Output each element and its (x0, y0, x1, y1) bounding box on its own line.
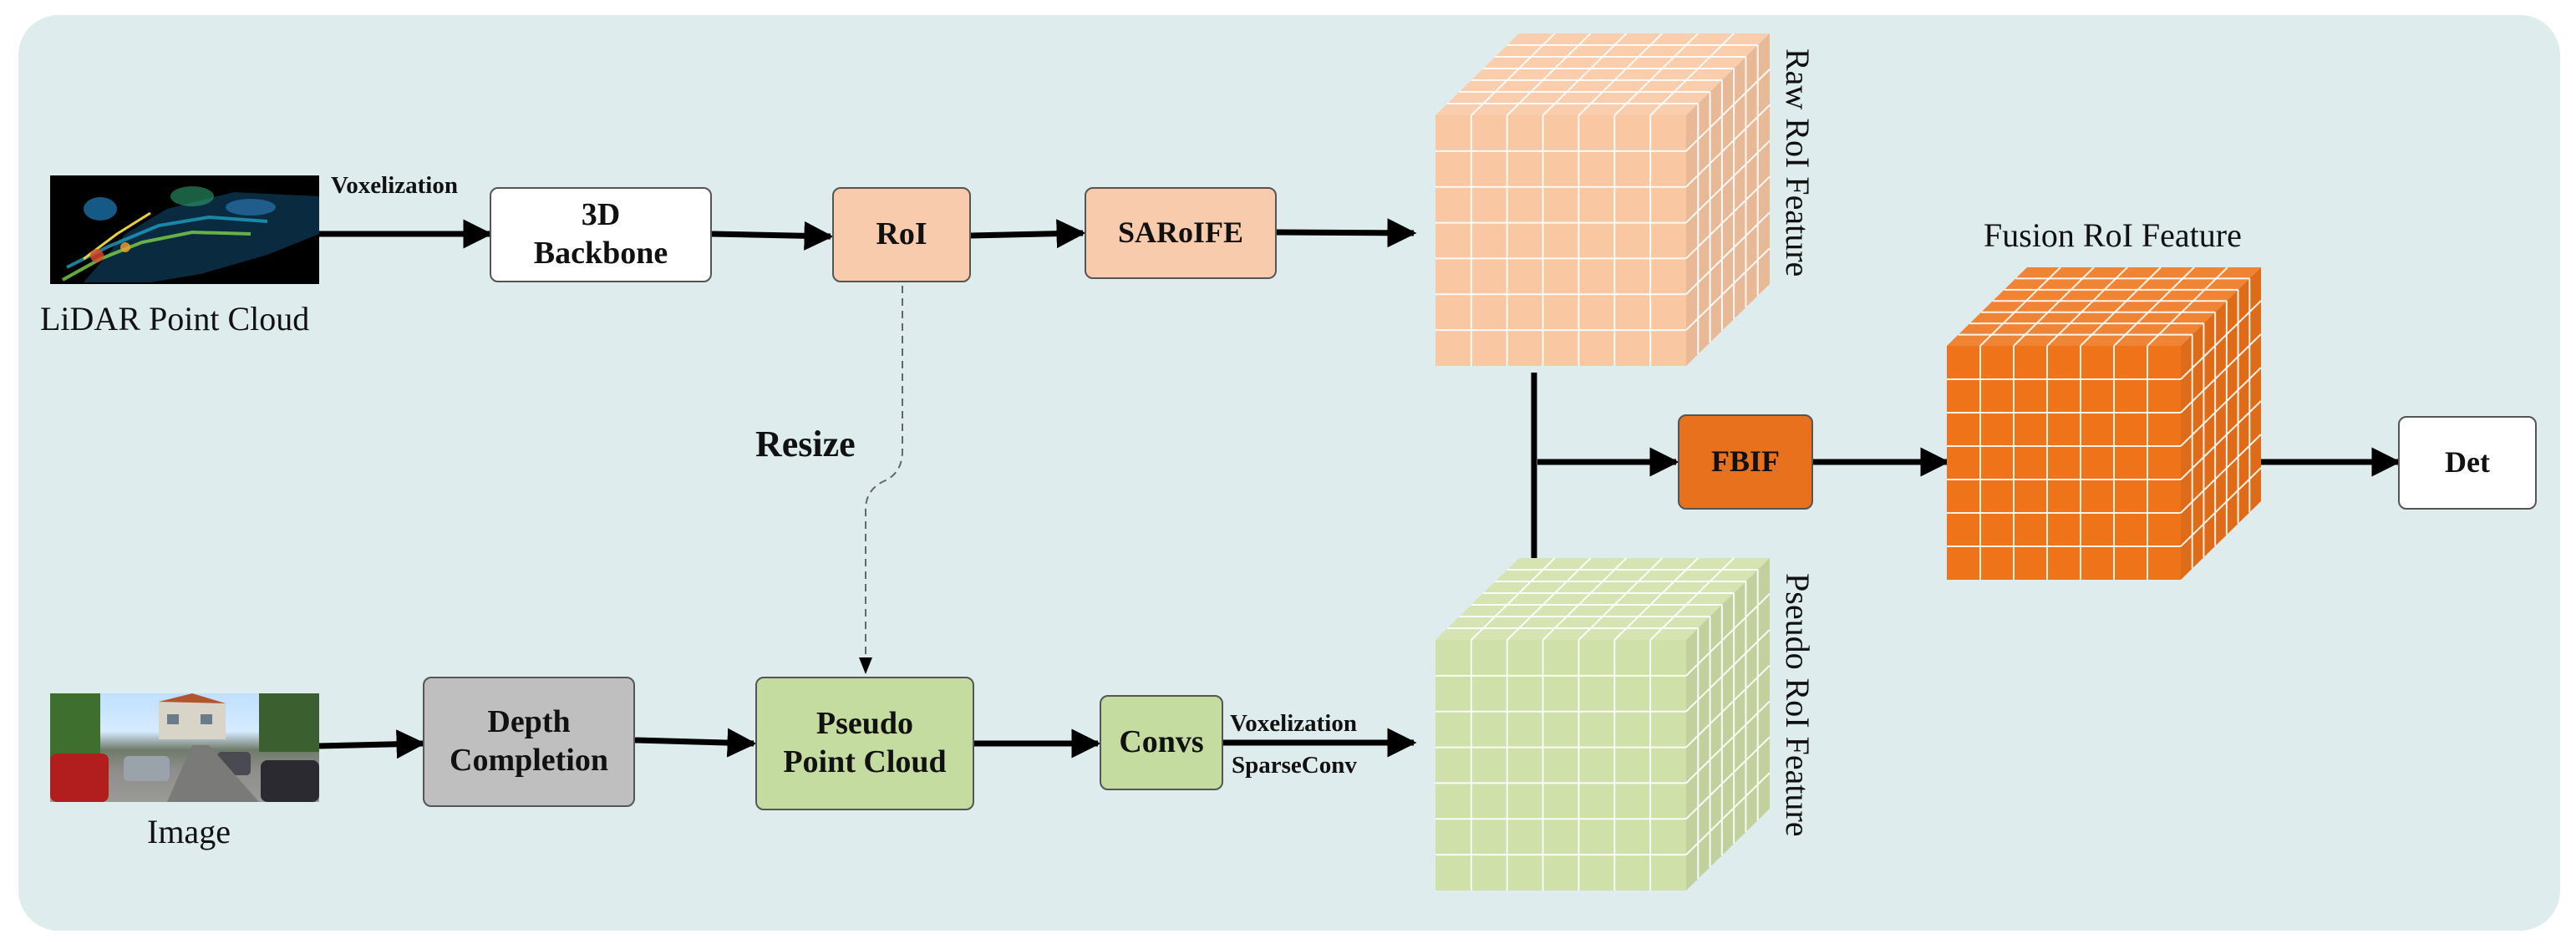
raw-roi-feature-cube (1435, 33, 1771, 366)
cube-raw-top-face (1435, 33, 1770, 115)
voxelization-bottom-label: Voxelization (1230, 710, 1357, 737)
fusion-roi-feature-label: Fusion RoI Feature (1984, 216, 2242, 254)
arrow-saroife-to-raw-feature (1276, 218, 1417, 248)
cube-fusion-top-face (1947, 267, 2261, 346)
cube-fusion-front-face (1947, 346, 2181, 580)
fbif-box: FBIF (1678, 414, 1813, 510)
roi-box: RoI (832, 187, 971, 282)
arrow-depth-to-pseudo (634, 728, 757, 758)
resize-label: Resize (755, 424, 856, 464)
cube-pseudo-side-face (1686, 558, 1770, 891)
arrow-roi-to-saroife (970, 219, 1086, 249)
image-label: Image (147, 813, 231, 850)
arrow-image-to-depth (318, 729, 426, 759)
arrow-backbone-to-roi (711, 221, 834, 251)
sparseconv-label: SparseConv (1232, 752, 1357, 779)
3d-backbone-box: 3D Backbone (490, 187, 712, 282)
resize-dashed-connector (859, 286, 903, 674)
det-box: Det (2398, 416, 2537, 510)
convs-box: Convs (1100, 695, 1223, 790)
camera-image-thumbnail (50, 693, 319, 802)
raw-roi-feature-label: Raw RoI Feature (1779, 48, 1816, 277)
pseudo-roi-feature-cube (1435, 557, 1771, 891)
cube-raw-front-face (1435, 115, 1686, 366)
saroife-box: SARoIFE (1085, 187, 1277, 279)
voxelization-top-label: Voxelization (331, 172, 458, 199)
lidar-point-cloud-thumbnail (50, 175, 319, 284)
lidar-point-cloud-label: LiDAR Point Cloud (40, 300, 310, 337)
depth-completion-box: Depth Completion (423, 677, 635, 807)
pseudo-point-cloud-box: Pseudo Point Cloud (755, 677, 974, 810)
cube-pseudo-top-face (1435, 558, 1770, 640)
cube-fusion-side-face (2181, 267, 2261, 580)
fusion-roi-feature-cube (1947, 266, 2262, 580)
pseudo-roi-feature-label: Pseudo RoI Feature (1779, 573, 1816, 837)
cube-pseudo-front-face (1435, 640, 1686, 891)
cube-raw-side-face (1686, 33, 1770, 366)
